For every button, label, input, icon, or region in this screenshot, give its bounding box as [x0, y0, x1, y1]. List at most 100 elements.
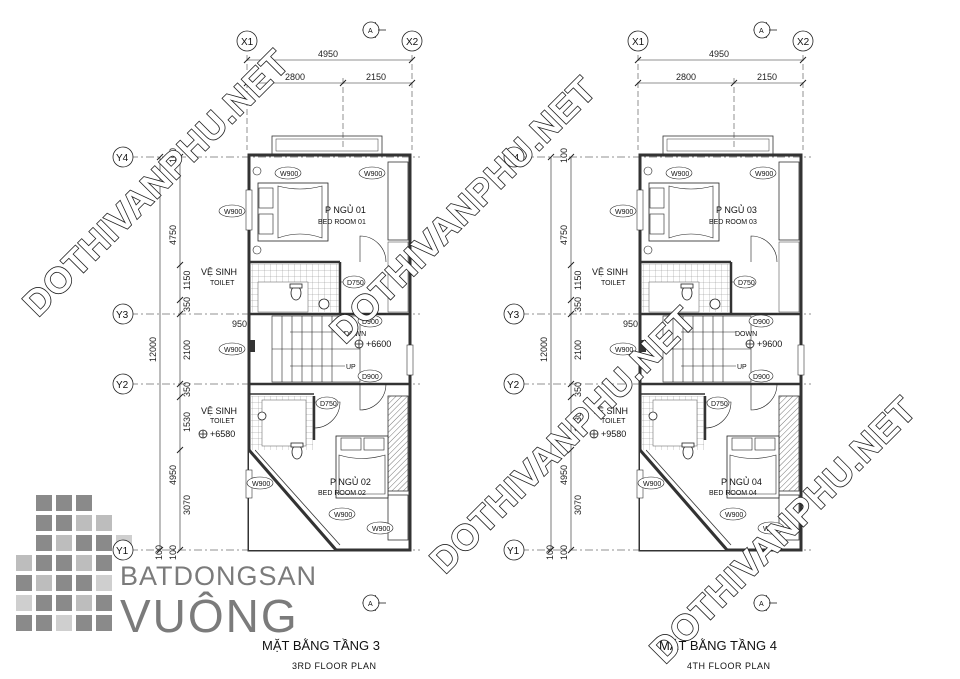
- grid-y2-label: Y2: [116, 380, 129, 391]
- toilet-level: +9580: [601, 429, 626, 439]
- toilet-level: +6580: [210, 429, 235, 439]
- tag-d750-1: D750: [738, 280, 755, 287]
- dim-total-width: 4950: [318, 49, 338, 59]
- dim-3070: 3070: [573, 495, 583, 515]
- grid-x2-label: X2: [406, 37, 419, 48]
- tag-w900-6: W900: [725, 512, 743, 519]
- dim-1530: 1530: [573, 412, 583, 432]
- dim-4950: 4950: [559, 465, 569, 485]
- dim-350a: 350: [573, 297, 583, 312]
- bedroom-bottom-en: BED ROOM 02: [318, 490, 366, 497]
- dim-right: 2150: [757, 72, 777, 82]
- dim-4750: 4750: [559, 225, 569, 245]
- bedroom-bottom-label: P NGỦ 04: [721, 476, 762, 487]
- tag-d900-1: D900: [753, 319, 770, 326]
- tag-w900-6: W900: [334, 512, 352, 519]
- dim-left: 2800: [676, 72, 696, 82]
- floor-plan-3: X1 X2 Y4 Y3 Y2 Y1 A A 4950 2800 2150 120…: [111, 20, 424, 671]
- logo-line2: VUÔNG: [120, 590, 299, 642]
- toilet-bottom-label: VỆ SINH: [592, 406, 628, 416]
- logo: BATDONGSAN VUÔNG: [16, 495, 317, 642]
- tag-d900-1: D900: [362, 319, 379, 326]
- toilet-bottom-label: VỆ SINH: [201, 406, 237, 416]
- dim-2100: 2100: [573, 340, 583, 360]
- plan-subtitle: 3RD FLOOR PLAN: [292, 661, 377, 671]
- toilet-top-label: VỆ SINH: [201, 267, 237, 277]
- dim-100-top: 100: [168, 148, 178, 163]
- dim-left: 2800: [285, 72, 305, 82]
- bedroom-top-en: BED ROOM 01: [318, 219, 366, 226]
- tag-d750-2: D750: [711, 401, 728, 408]
- section-mark-top: A: [368, 28, 373, 35]
- dim-right: 2150: [366, 72, 386, 82]
- bedroom-bottom-en: BED ROOM 04: [709, 490, 757, 497]
- plan-title: MẶT BẰNG TẦNG 3: [262, 638, 380, 653]
- section-mark-bottom: A: [368, 601, 373, 608]
- toilet-top-label: VỆ SINH: [592, 267, 628, 277]
- toilet-top-en: TOILET: [210, 280, 235, 287]
- tag-d750-1: D750: [347, 280, 364, 287]
- dim-4750: 4750: [168, 225, 178, 245]
- toilet-top-en: TOILET: [601, 280, 626, 287]
- toilet-bottom-en: TOILET: [601, 418, 626, 425]
- dim-950: 950: [623, 319, 638, 329]
- tag-w900-4: W900: [224, 347, 242, 354]
- stair-down: DOWN: [735, 331, 757, 338]
- tag-w900-3: W900: [224, 209, 242, 216]
- grid-y4-label: Y4: [116, 153, 129, 164]
- tag-d900-2: D900: [362, 374, 379, 381]
- stair-up: UP: [346, 364, 356, 371]
- tag-w900-7: W900: [372, 526, 390, 533]
- dim-1150: 1150: [182, 271, 192, 290]
- dim-1530: 1530: [182, 412, 192, 432]
- dim-2100: 2100: [182, 340, 192, 360]
- dim-total-width: 4950: [709, 49, 729, 59]
- section-mark-top: A: [759, 28, 764, 35]
- dim-950: 950: [232, 319, 247, 329]
- tag-w900-5: W900: [643, 481, 661, 488]
- grid-y1-label: Y1: [507, 546, 520, 557]
- plan-subtitle: 4TH FLOOR PLAN: [687, 661, 771, 671]
- dim-100-bl2: 100: [559, 545, 569, 560]
- dim-350a: 350: [182, 297, 192, 312]
- grid-x1-label: X1: [241, 37, 254, 48]
- grid-y4-label: Y4: [507, 153, 520, 164]
- bedroom-top-label: P NGỦ 01: [325, 204, 366, 215]
- grid-y3-label: Y3: [507, 310, 520, 321]
- dim-100-bl: 100: [545, 545, 555, 560]
- dim-1150: 1150: [573, 271, 583, 290]
- grid-x2-label: X2: [797, 37, 810, 48]
- tag-w900-1: W900: [671, 171, 689, 178]
- tag-w900-3: W900: [615, 209, 633, 216]
- plan-title: MẶT BẰNG TẦNG 4: [659, 638, 777, 653]
- tag-w900-1: W900: [280, 171, 298, 178]
- grid-y1-label: Y1: [116, 546, 129, 557]
- tag-d900-2: D900: [753, 374, 770, 381]
- dim-3070: 3070: [182, 495, 192, 515]
- section-mark-bottom: A: [759, 601, 764, 608]
- grid-x1-label: X1: [632, 37, 645, 48]
- tag-d750-2: D750: [320, 401, 337, 408]
- tag-w900-2: W900: [755, 171, 773, 178]
- plan-3-labels: X1 X2 Y4 Y3 Y2 Y1 A A 4950 2800 2150 120…: [116, 28, 419, 671]
- dim-100-bl2: 100: [168, 545, 178, 560]
- stair-up: UP: [737, 364, 747, 371]
- bedroom-top-en: BED ROOM 03: [709, 219, 757, 226]
- dim-4950: 4950: [168, 465, 178, 485]
- dim-100-top: 100: [559, 148, 569, 163]
- tag-w900-4: W900: [615, 347, 633, 354]
- tag-w900-5: W900: [252, 481, 270, 488]
- toilet-bottom-en: TOILET: [210, 418, 235, 425]
- logo-grid-icon: [16, 495, 132, 631]
- grid-y3-label: Y3: [116, 310, 129, 321]
- bedroom-top-label: P NGỦ 03: [716, 204, 757, 215]
- bedroom-bottom-label: P NGỦ 02: [330, 476, 371, 487]
- tag-w900-7: W900: [763, 526, 781, 533]
- dim-350b: 350: [182, 382, 192, 397]
- dim-350b: 350: [573, 382, 583, 397]
- logo-line1: BATDONGSAN: [120, 561, 317, 591]
- dim-100-bl: 100: [154, 545, 164, 560]
- grid-y2-label: Y2: [507, 380, 520, 391]
- stair-level: +9600: [757, 339, 782, 349]
